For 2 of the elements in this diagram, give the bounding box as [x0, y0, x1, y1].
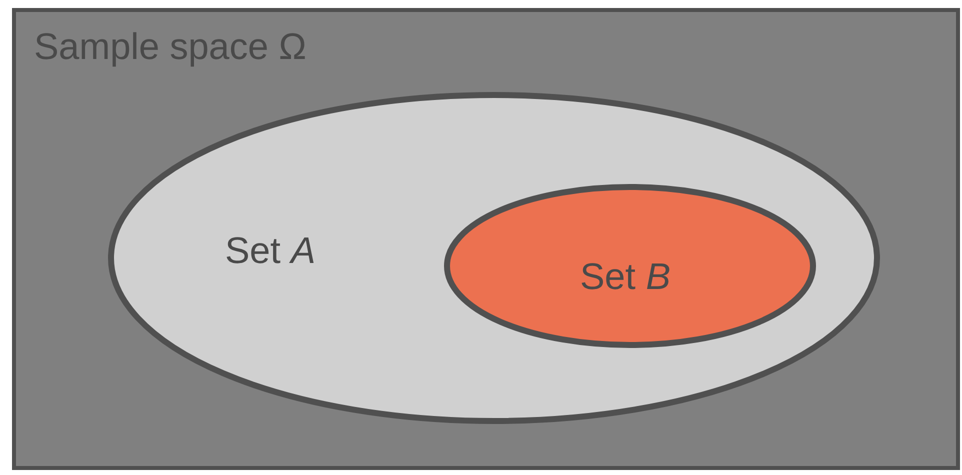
- set-label: Set B: [580, 258, 671, 295]
- set-label: Set A: [225, 232, 316, 269]
